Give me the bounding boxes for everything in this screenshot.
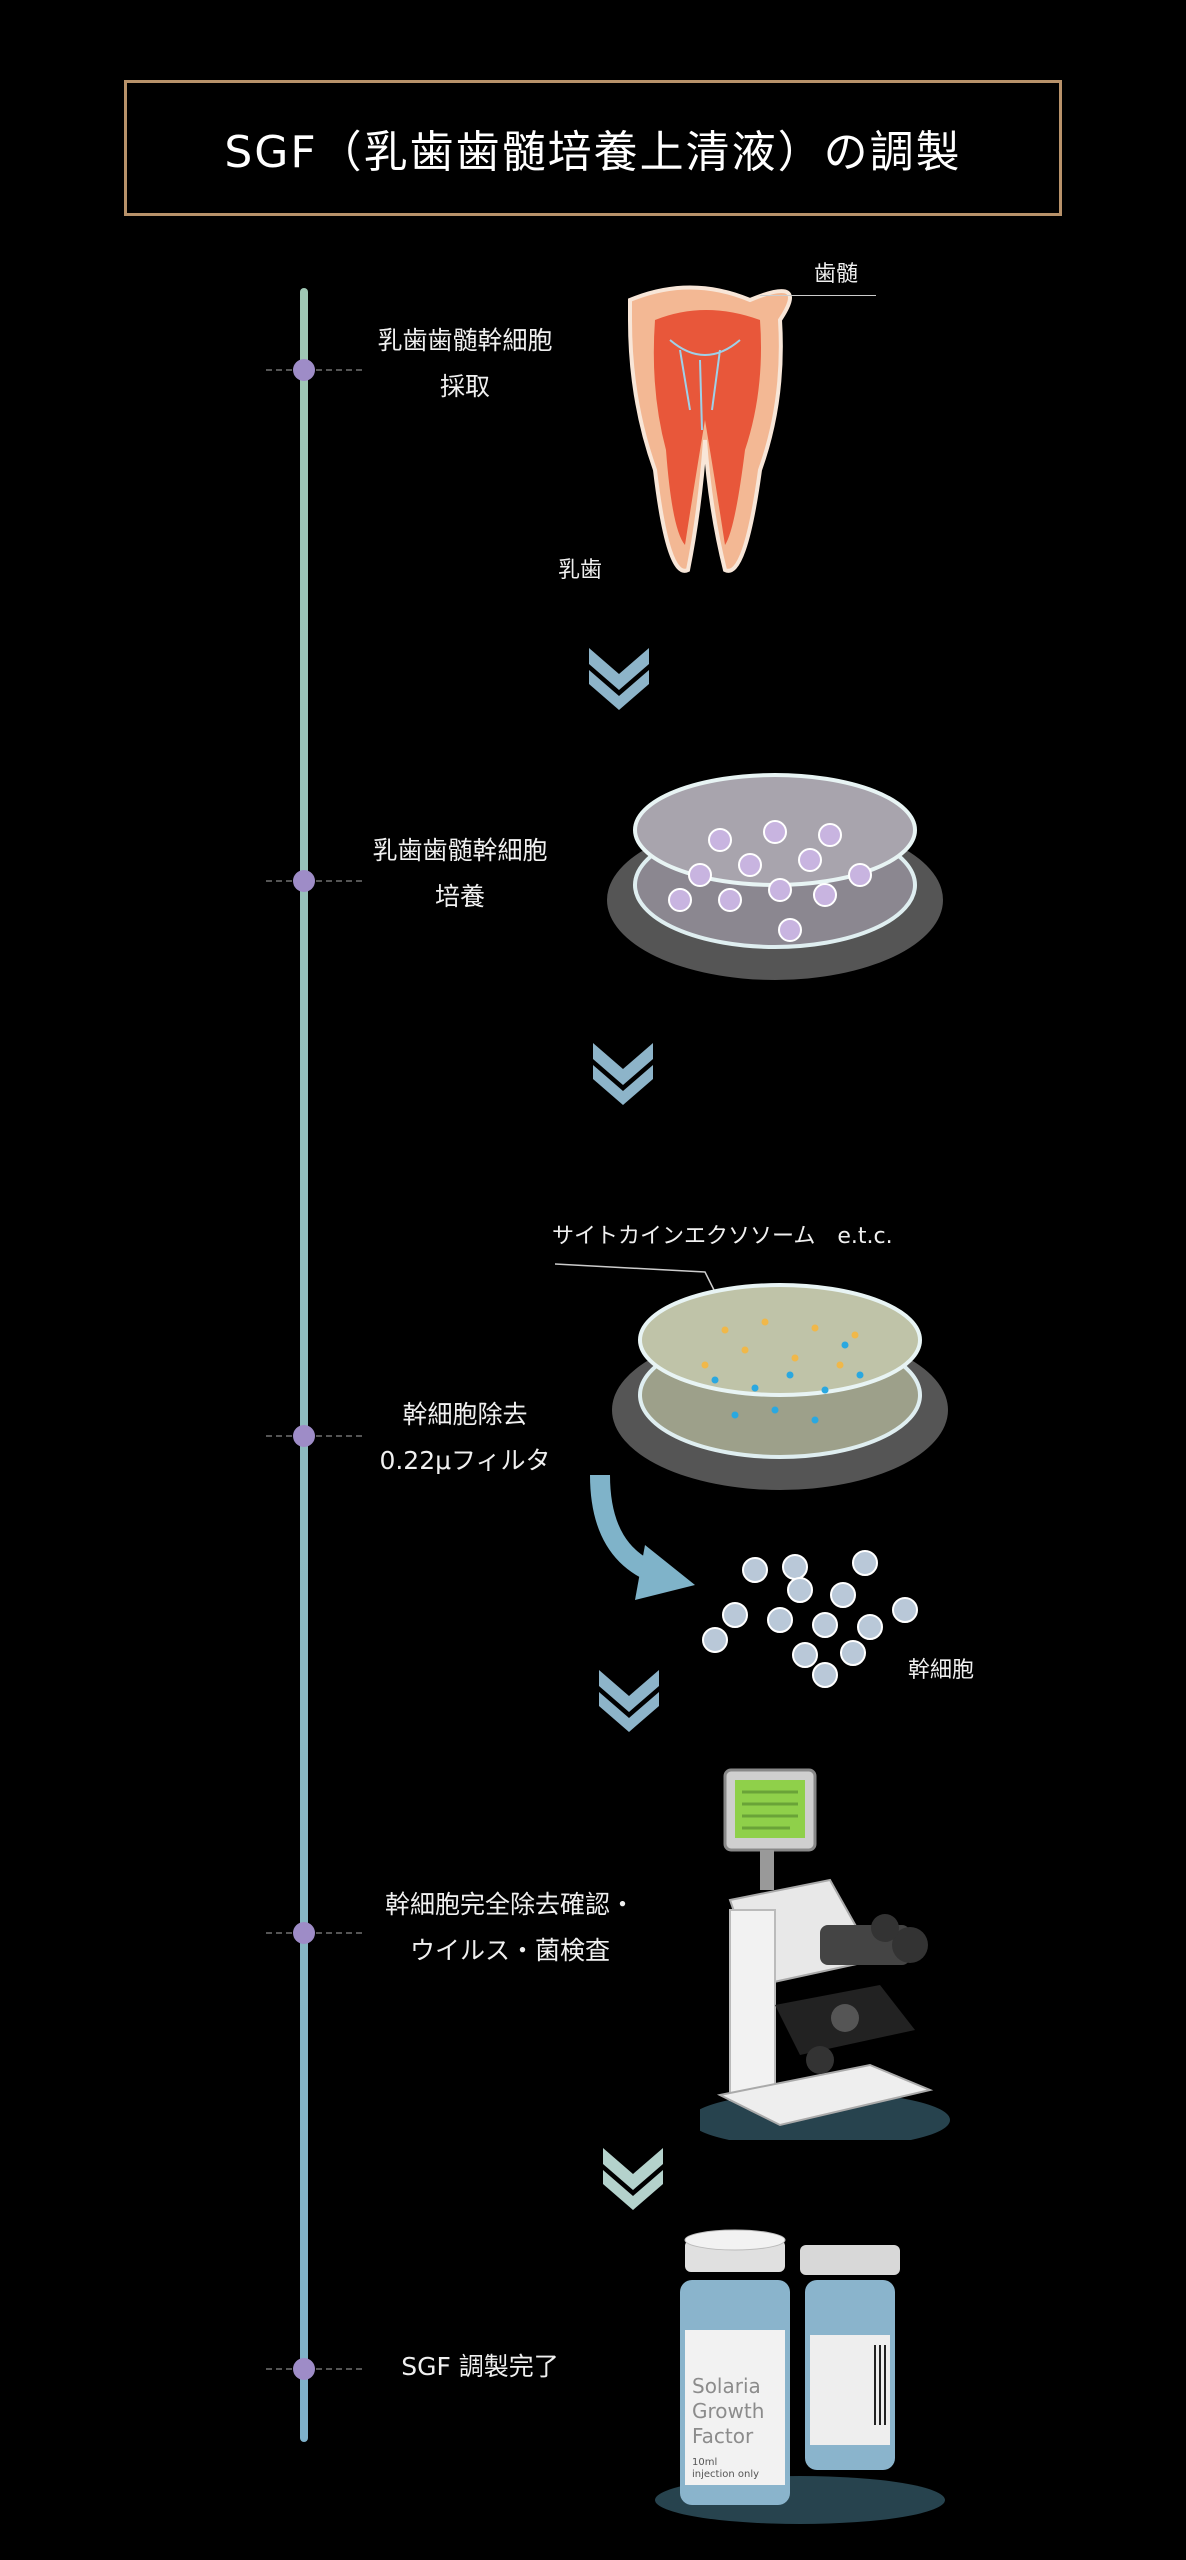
step-2-line1: 乳歯歯髄幹細胞 [372,836,548,865]
step-5-line1: SGF 調製完了 [401,2352,559,2381]
vial-brand-line1: Solaria [692,2374,761,2398]
baby-tooth-label: 乳歯 [558,558,603,583]
microscope-illustration [700,1768,950,2140]
tooth-illustration [628,285,792,573]
step-3-line1: 幹細胞除去 [402,1400,528,1429]
step-3-dot [293,1425,315,1447]
vial-brand-line3: Factor [692,2424,754,2448]
step-1-line1: 乳歯歯髄幹細胞 [377,326,553,355]
vial-usage: injection only [692,2469,759,2480]
step-4-line2: ウイルス・菌検査 [409,1936,610,1965]
pulp-label: 歯髄 [814,262,859,287]
vial-brand-line2: Growth [692,2399,764,2423]
petri-dish-culture [607,773,943,980]
step-3-label: 幹細胞除去 0.22μフィルタ [355,1392,575,1484]
step-1-label: 乳歯歯髄幹細胞 採取 [355,318,575,410]
chevron-down-icon [593,1043,653,1105]
petri-dish-supernatant [612,1283,948,1490]
step-2-label: 乳歯歯髄幹細胞 培養 [350,828,570,920]
step-2-line2: 培養 [434,882,485,911]
chevron-down-icon [589,648,649,710]
step-5-dot [293,2358,315,2380]
pulp-leader-line [760,295,876,296]
title-box: SGF（乳歯歯髄培養上清液）の調製 [124,80,1062,216]
chevron-down-icon [603,2148,663,2210]
step-3-line2: 0.22μフィルタ [379,1446,551,1475]
step-4-dot [293,1922,315,1944]
stem-cells-cluster [702,1550,918,1688]
chevron-down-icon [599,1670,659,1732]
sgf-vials-illustration: Solaria Growth Factor 10ml injection onl… [655,2229,945,2524]
step-4-label: 幹細胞完全除去確認・ ウイルス・菌検査 [360,1882,660,1974]
stem-cells-label: 幹細胞 [908,1658,975,1683]
cytokine-label: サイトカインエクソソーム e.t.c. [552,1224,893,1249]
step-4-line1: 幹細胞完全除去確認・ [384,1890,635,1919]
step-1-line2: 採取 [439,372,490,401]
step-2-dot [293,870,315,892]
vial-volume: 10ml [692,2457,717,2468]
page-title: SGF（乳歯歯髄培養上清液）の調製 [224,127,962,178]
step-5-label: SGF 調製完了 [370,2344,590,2390]
timeline-line [300,288,308,2442]
curved-arrow-icon [590,1474,695,1600]
step-1-dot [293,359,315,381]
